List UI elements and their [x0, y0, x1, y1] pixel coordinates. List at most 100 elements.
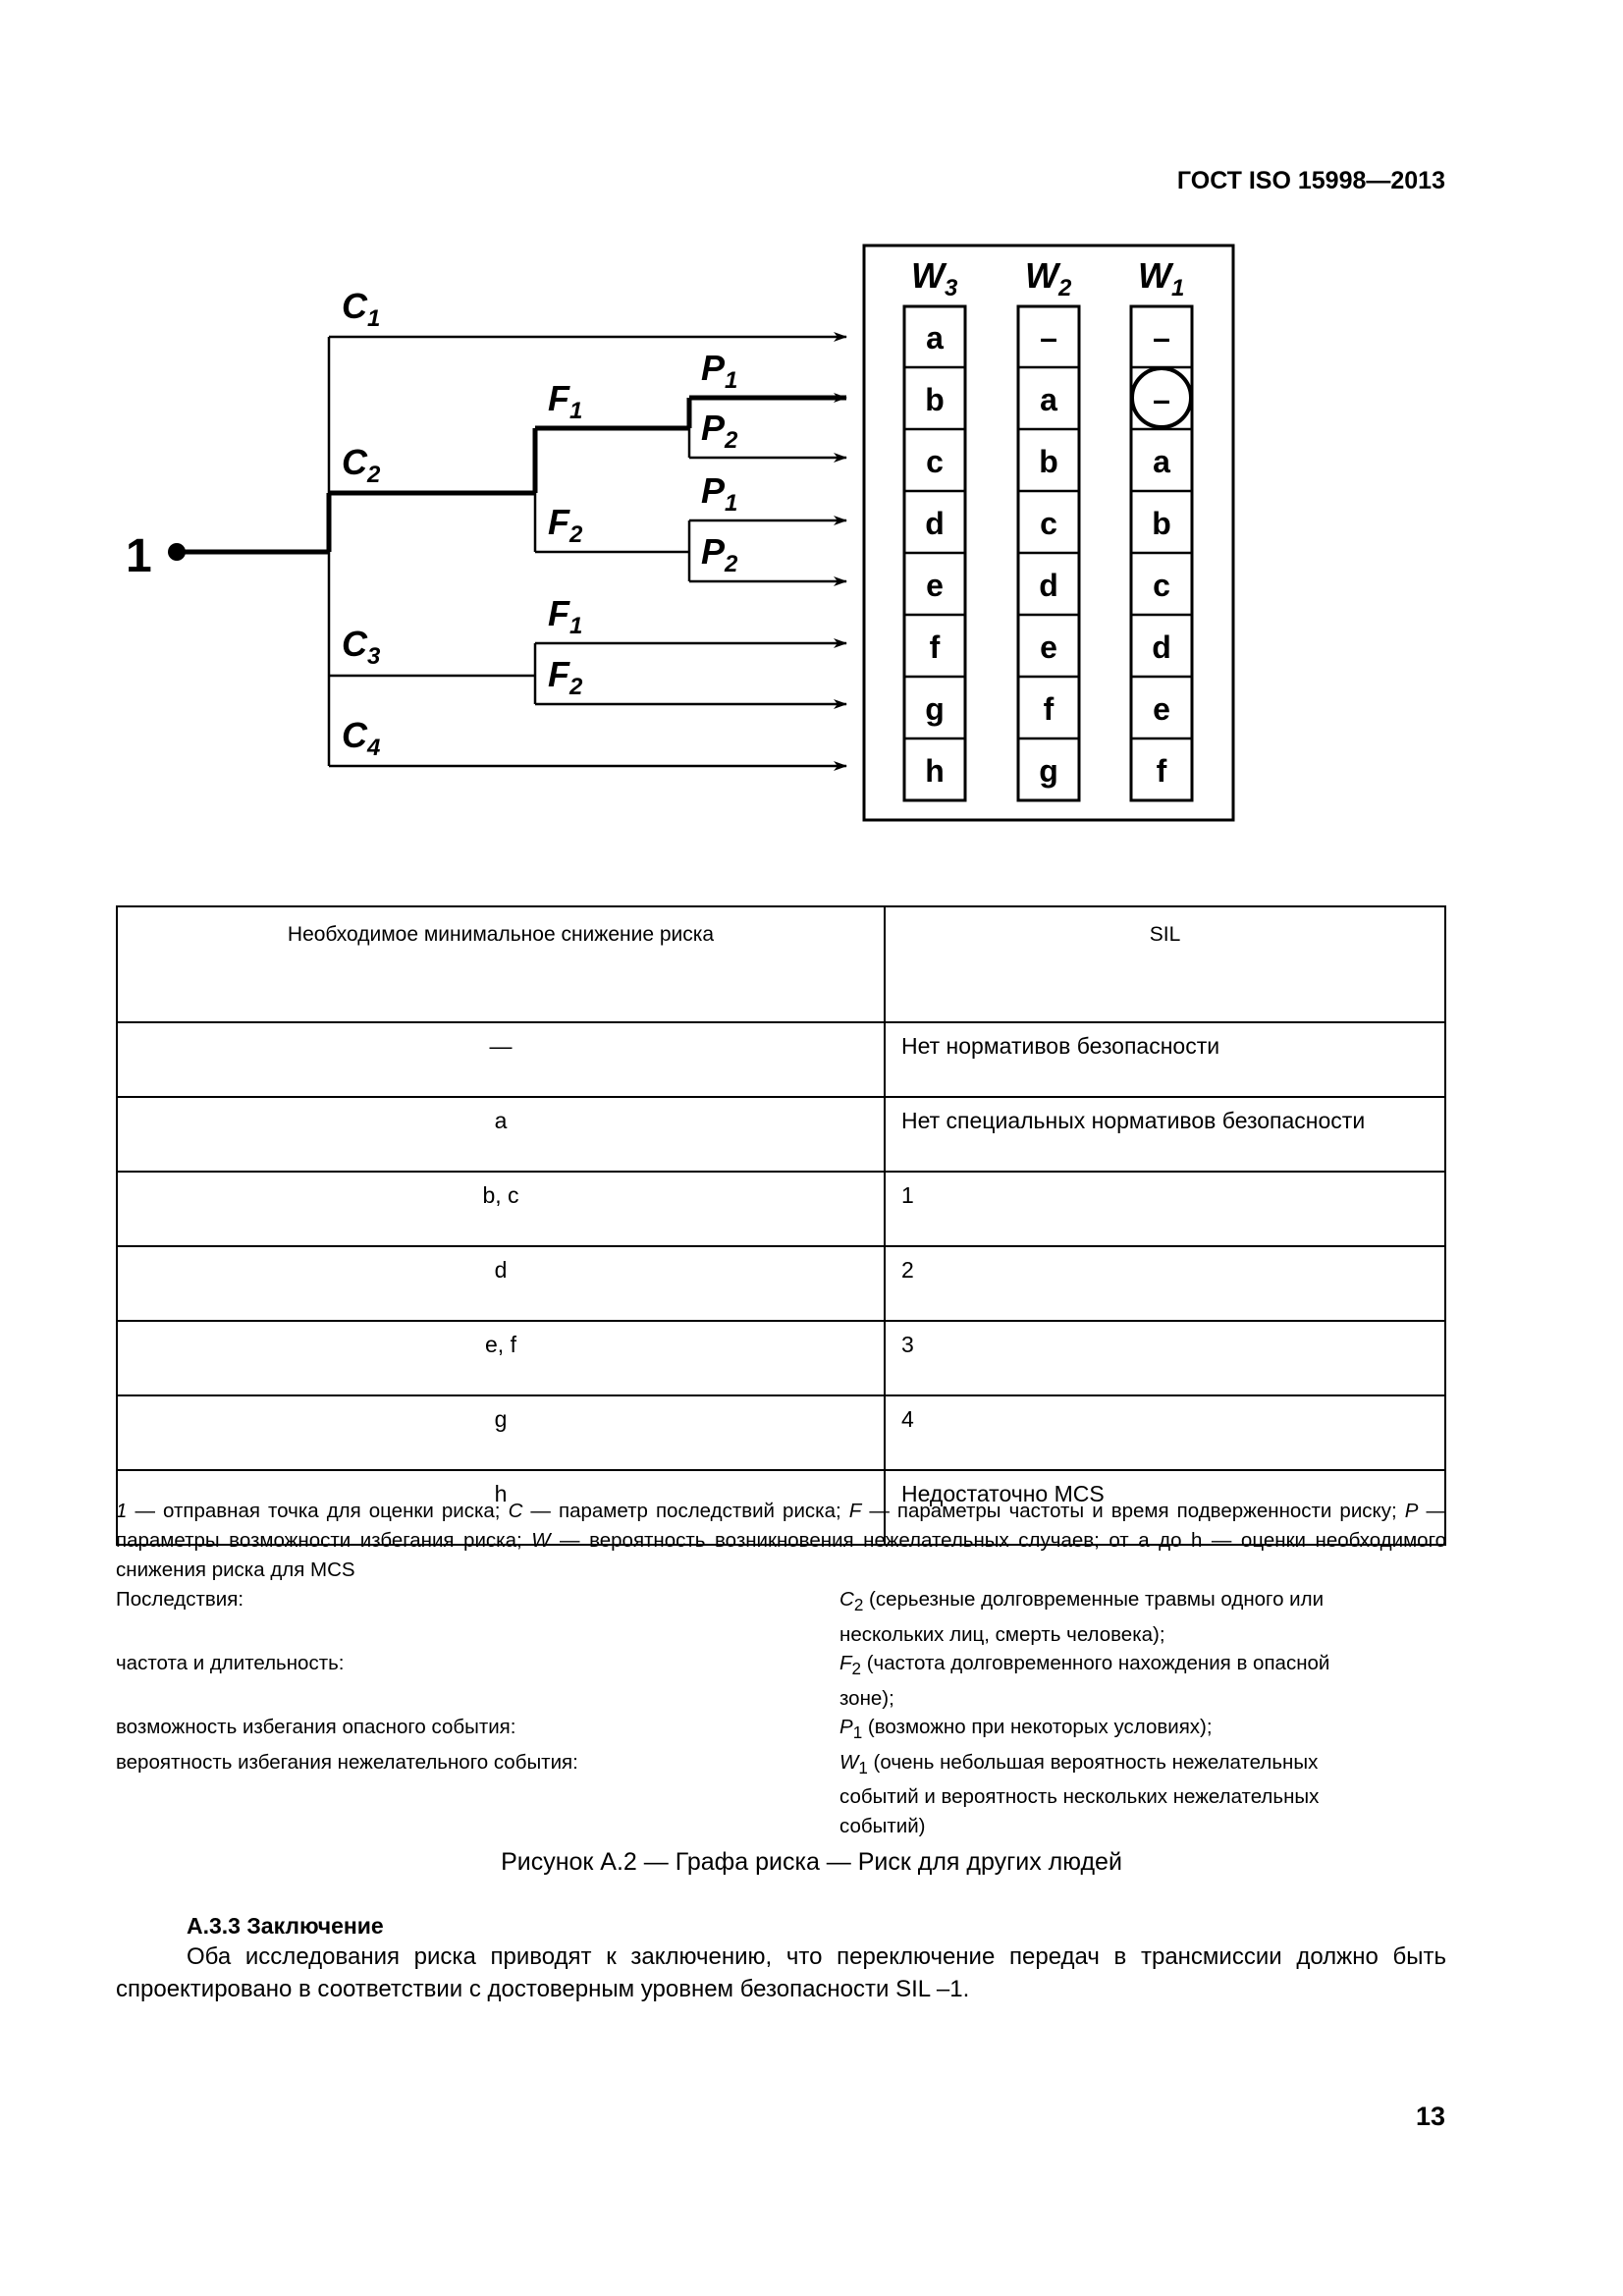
header-risk-reduction: Необходимое минимальное снижение риска [116, 905, 886, 1023]
param-description: (очень небольшая вероятность нежелательн… [839, 1750, 1320, 1837]
param-row: частота и длительность: F2 (частота долг… [116, 1649, 1446, 1713]
risk-reduction-cell: b, c [116, 1171, 886, 1247]
sil-cell: Нет специальных нормативов безопасности [884, 1096, 1446, 1173]
param-symbol: P [839, 1716, 853, 1739]
w3-cell: g [925, 691, 945, 727]
header-w3: W3 [911, 255, 958, 301]
w3-cell: c [926, 444, 944, 479]
label-c1: C1 [342, 286, 380, 332]
param-subscript: 1 [852, 1723, 863, 1743]
w1-column: – – a b c d e f [1129, 304, 1194, 802]
sil-cell: Недостаточно MCS [884, 1469, 1446, 1546]
legend-key: 1 [116, 1500, 128, 1522]
legend-key: F [848, 1500, 862, 1522]
label-c2: C2 [342, 442, 381, 488]
w3-cell: d [925, 506, 945, 541]
w3-cell: e [926, 568, 944, 603]
page-number: 13 [1415, 2102, 1445, 2131]
figure-caption: Рисунок А.2 — Графа риска — Риск для дру… [501, 1848, 1122, 1876]
w1-cell: e [1153, 691, 1170, 727]
label-c3-f1: F1 [548, 593, 582, 639]
label-f2-p2: P2 [701, 531, 738, 577]
sil-cell: 4 [884, 1394, 1446, 1471]
w3-cell: a [926, 320, 944, 355]
legend-text: — отправная точка для оценки риска; [127, 1500, 509, 1522]
document-header: ГОСТ ISO 15998—2013 [1176, 167, 1445, 194]
w3-cell: h [925, 753, 945, 789]
w2-cell: b [1039, 444, 1058, 479]
w2-cell: a [1040, 382, 1057, 417]
w2-cell: g [1039, 753, 1058, 789]
param-description: (серьезные долговременные травмы одного … [839, 1588, 1325, 1646]
w2-column: – a b c d e f g [1016, 304, 1081, 802]
sil-cell: Нет нормативов безопасности [884, 1021, 1446, 1098]
param-label: Последствия: [116, 1588, 244, 1611]
risk-reduction-cell: d [116, 1245, 886, 1322]
risk-graph: 1 C1 C2 C3 C4 F1 F2 F1 F2 P1 P2 P1 P2 W3… [126, 244, 1235, 822]
table-row: h Недостаточно MCS [116, 1469, 1446, 1546]
header-w1: W1 [1138, 255, 1184, 301]
legend-key: C [508, 1500, 523, 1522]
start-point-label: 1 [126, 530, 152, 582]
w2-cell: – [1040, 320, 1057, 355]
risk-reduction-cell: e, f [116, 1320, 886, 1396]
figure-legend: 1 — отправная точка для оценки риска; C … [116, 1497, 1446, 1585]
legend-text: — вероятность возникновения нежелательны… [116, 1529, 1446, 1581]
table-header-row: Необходимое минимальное снижение риска S… [116, 905, 1446, 1023]
legend-text: — параметры частоты и время подверженнос… [861, 1500, 1405, 1522]
table-row: b, c 1 [116, 1171, 1446, 1247]
section-title: А.3.3 Заключение [187, 1913, 384, 1939]
w1-cell: f [1157, 753, 1167, 789]
header-sil: SIL [884, 905, 1446, 1023]
risk-reduction-cell: h [116, 1469, 886, 1546]
w1-cell: – [1153, 382, 1170, 417]
sil-table: Необходимое минимальное снижение риска S… [116, 905, 1446, 1546]
w1-cell: c [1153, 568, 1170, 603]
w3-cell: f [930, 629, 941, 665]
param-description: (возможно при некоторых условиях); [862, 1716, 1213, 1739]
label-f2-p1: P1 [701, 470, 737, 517]
w2-cell: f [1044, 691, 1055, 727]
w2-cell: c [1040, 506, 1057, 541]
risk-reduction-cell: a [116, 1096, 886, 1173]
legend-text: — параметр последствий риска; [522, 1500, 849, 1522]
w1-cell: d [1152, 629, 1171, 665]
param-row: возможность избегания опасного события: … [116, 1713, 1446, 1748]
label-f1-p1: P1 [701, 348, 737, 394]
legend-key: P [1404, 1500, 1419, 1522]
w3-cell: b [925, 382, 945, 417]
w1-cell: b [1152, 506, 1171, 541]
w1-cell: – [1153, 320, 1170, 355]
table-row: e, f 3 [116, 1320, 1446, 1396]
legend-text: — параметры возможности избегания риска; [116, 1500, 1446, 1552]
label-c3-f2: F2 [548, 654, 583, 700]
section-body: Оба исследования риска приводят к заключ… [116, 1943, 1446, 2002]
w3-column: a b c d e f g h [902, 304, 967, 802]
param-subscript: 2 [853, 1596, 864, 1615]
legend-key: W [531, 1529, 551, 1552]
label-c2-f2: F2 [548, 502, 583, 548]
param-label: возможность избегания опасного события: [116, 1716, 516, 1739]
table-row: g 4 [116, 1394, 1446, 1471]
risk-reduction-cell: g [116, 1394, 886, 1471]
w1-cell: a [1153, 444, 1170, 479]
selected-result-circle [1130, 366, 1193, 429]
param-description: (частота долговременного нахождения в оп… [839, 1652, 1330, 1710]
w2-cell: d [1039, 568, 1058, 603]
label-c2-f1: F1 [548, 378, 582, 424]
sil-cell: 1 [884, 1171, 1446, 1247]
param-symbol: F [839, 1652, 852, 1675]
w2-cell: e [1040, 629, 1057, 665]
sil-cell: 2 [884, 1245, 1446, 1322]
label-f1-p2: P2 [701, 408, 738, 454]
table-row: — Нет нормативов безопасности [116, 1021, 1446, 1098]
param-label: вероятность избегания нежелательного соб… [116, 1750, 578, 1774]
table-row: d 2 [116, 1245, 1446, 1322]
w-matrix-frame [862, 244, 1235, 822]
header-w2: W2 [1025, 255, 1072, 301]
param-subscript: 2 [851, 1660, 862, 1679]
param-row: Последствия: C2 (серьезные долговременны… [116, 1585, 1446, 1649]
param-symbol: C [839, 1588, 854, 1611]
param-subscript: 1 [858, 1758, 868, 1777]
table-row: a Нет специальных нормативов безопасност… [116, 1096, 1446, 1173]
